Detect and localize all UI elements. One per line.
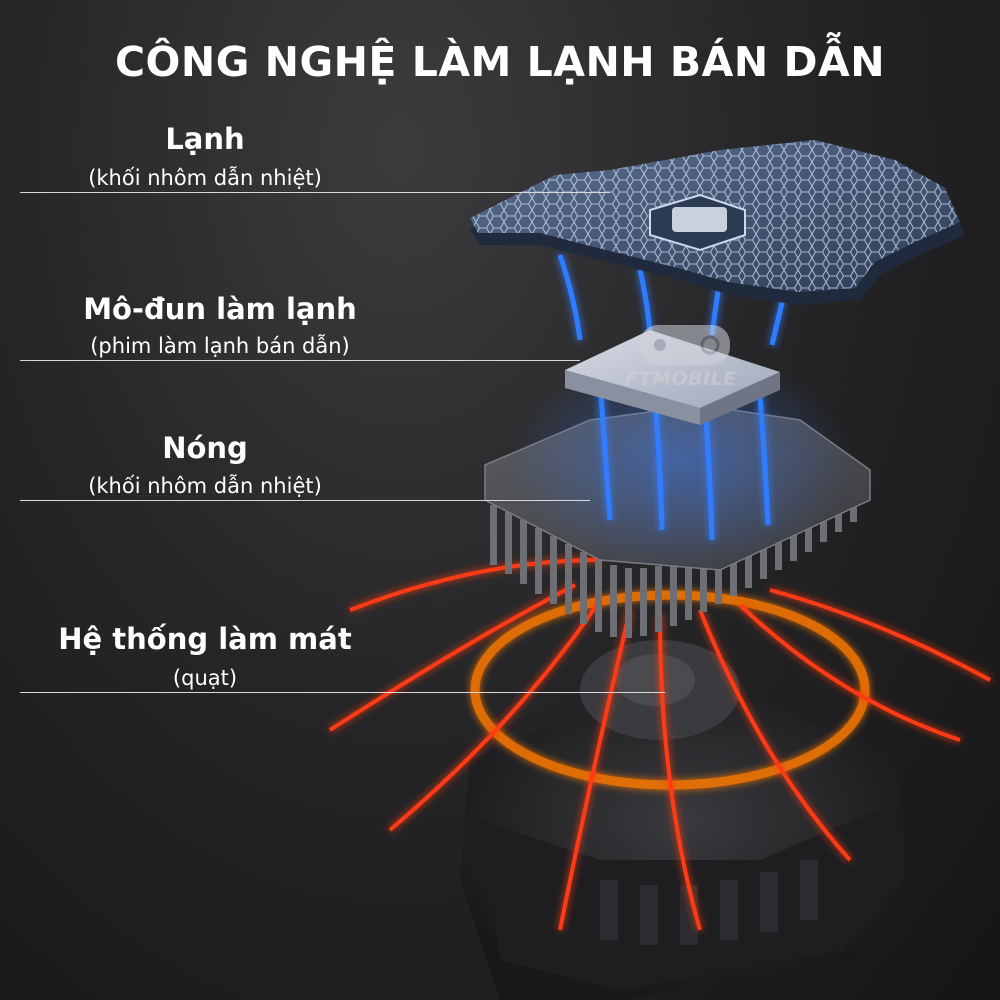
layer-module-desc: (phim làm lạnh bán dẫn) — [0, 334, 440, 358]
layer-fan-desc: (quạt) — [0, 666, 425, 690]
gamepad-icon — [640, 325, 730, 365]
layer-fan-line — [20, 692, 665, 693]
layer-cold-name: Lạnh — [0, 122, 425, 156]
layer-hot-desc: (khối nhôm dẫn nhiệt) — [0, 474, 425, 498]
layer-module-name: Mô-đun làm lạnh — [0, 292, 440, 326]
layer-hot-name: Nóng — [0, 431, 425, 465]
layer-cold-desc: (khối nhôm dẫn nhiệt) — [0, 166, 425, 190]
layer-cold-line — [20, 192, 610, 193]
layer-fan-name: Hệ thống làm mát — [0, 622, 425, 656]
cold-plate — [470, 140, 965, 305]
watermark: FTMOBILE — [625, 368, 737, 390]
layer-hot-line — [20, 500, 590, 501]
layer-module-line — [20, 360, 580, 361]
